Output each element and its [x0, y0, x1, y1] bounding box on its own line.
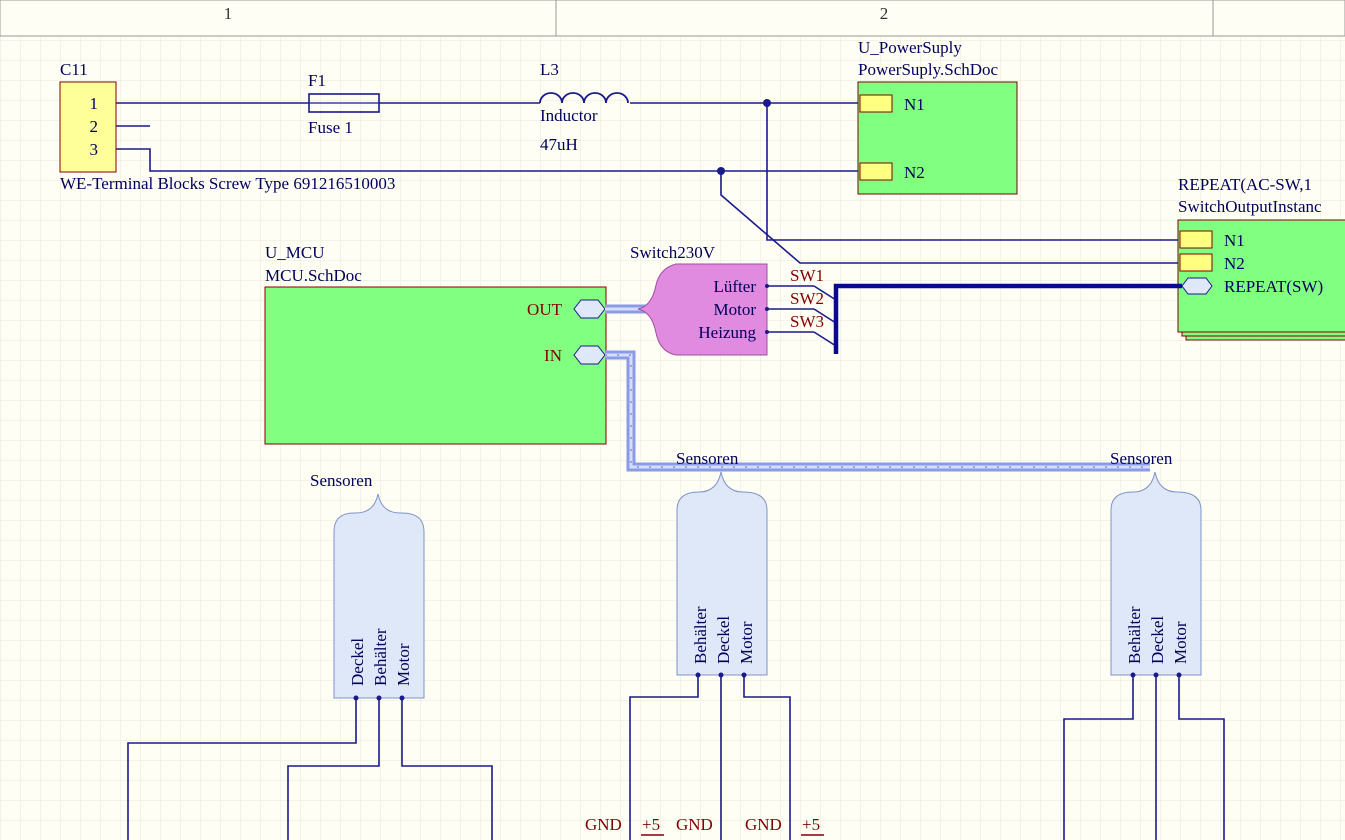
sheet-entry[interactable] — [859, 94, 893, 113]
inductor-value2: 47uH — [540, 135, 578, 154]
harness-entry: Deckel — [1148, 616, 1167, 664]
harness-entry: Lüfter — [714, 277, 757, 296]
net-label-sw2: SW2 — [790, 289, 824, 308]
sheet-mcu[interactable]: U_MCU MCU.SchDoc OUT IN — [264, 243, 607, 445]
connector-body[interactable] — [59, 81, 117, 173]
zone-label: 1 — [224, 4, 233, 23]
sheet-designator: U_PowerSuply — [858, 38, 962, 57]
sheet-entry[interactable] — [1179, 253, 1213, 272]
inductor-value: Inductor — [540, 106, 598, 125]
sheet-entry-harness[interactable] — [573, 345, 606, 365]
power-port-gnd[interactable]: GND — [676, 815, 713, 834]
harness-name: Sensoren — [1110, 449, 1173, 468]
sheet-designator: U_MCU — [265, 243, 325, 262]
inductor-l3[interactable]: L3 Inductor 47uH — [539, 60, 629, 154]
harness-entry: Motor — [394, 643, 413, 686]
sheet-entry-label: N2 — [904, 163, 925, 182]
sheet-entry-harness[interactable] — [573, 299, 606, 319]
sheet-entry-label: N1 — [1224, 231, 1245, 250]
harness-entry: Behälter — [691, 606, 710, 664]
fuse-f1[interactable]: F1 Fuse 1 — [308, 71, 380, 137]
harness-name: Sensoren — [310, 471, 373, 490]
zone-ruler: 1 2 — [0, 0, 1345, 37]
sheet-entry-label: N1 — [904, 95, 925, 114]
net-label-sw1: SW1 — [790, 266, 824, 285]
harness-sensoren-3[interactable]: Sensoren Behälter Deckel Motor — [1063, 449, 1225, 840]
pin-number: 1 — [90, 94, 99, 113]
harness-entry: Motor — [1171, 621, 1190, 664]
connector-ref: C11 — [60, 60, 88, 79]
pin-number: 2 — [90, 117, 99, 136]
power-wires — [116, 102, 1178, 264]
harness-switch230v[interactable]: Switch230V Lüfter Motor Heizung — [630, 243, 769, 356]
sheet-entry-label: OUT — [527, 300, 563, 319]
harness-entry: Deckel — [714, 616, 733, 664]
power-port-gnd[interactable]: GND — [745, 815, 782, 834]
net-label-sw3: SW3 — [790, 312, 824, 331]
bus-label: Sensoren — [676, 449, 739, 468]
harness-entry: Motor — [737, 621, 756, 664]
connector-description: WE-Terminal Blocks Screw Type 6912165100… — [60, 174, 395, 193]
junction — [717, 167, 725, 175]
sheet-entry-label: REPEAT(SW) — [1224, 277, 1323, 296]
inductor-ref: L3 — [540, 60, 559, 79]
sheet-entry-harness[interactable] — [1181, 277, 1213, 295]
sheet-entry-label: IN — [544, 346, 562, 365]
harness-entry: Behälter — [1125, 606, 1144, 664]
fuse-value: Fuse 1 — [308, 118, 353, 137]
inductor-symbol[interactable] — [539, 92, 629, 104]
sheet-power-supply[interactable]: U_PowerSuply PowerSuply.SchDoc N1 N2 — [857, 38, 1018, 195]
sheet-body[interactable] — [264, 286, 607, 445]
sheet-designator: REPEAT(AC-SW,1 — [1178, 175, 1312, 194]
power-ports[interactable]: GND +5 GND GND +5 — [585, 815, 824, 836]
harness-entry: Behälter — [371, 628, 390, 686]
sheet-entry[interactable] — [859, 162, 893, 181]
junction — [763, 99, 771, 107]
connector-c11[interactable]: C11 1 2 3 WE-Terminal Blocks Screw Type … — [59, 60, 395, 193]
pin-number: 3 — [90, 140, 99, 159]
power-port-5v[interactable]: +5 — [642, 815, 660, 834]
harness-entry: Motor — [714, 300, 757, 319]
harness-sensoren-1[interactable]: Sensoren Deckel Behälter Motor — [127, 471, 493, 840]
harness-body[interactable] — [637, 263, 768, 356]
sheet-entry[interactable] — [1179, 230, 1213, 249]
harness-body[interactable] — [1110, 471, 1202, 676]
harness-name: Switch230V — [630, 243, 716, 262]
sheet-filename: MCU.SchDoc — [265, 266, 362, 285]
power-port-5v[interactable]: +5 — [802, 815, 820, 834]
fuse-ref: F1 — [308, 71, 326, 90]
harness-body[interactable] — [676, 471, 768, 676]
sheet-entry-label: N2 — [1224, 254, 1245, 273]
harness-sensoren-2[interactable]: Behälter Deckel Motor — [629, 471, 791, 840]
harness-buses — [605, 304, 1150, 472]
zone-label: 2 — [880, 4, 889, 23]
sheet-filename: SwitchOutputInstanc — [1178, 197, 1322, 216]
sheet-filename: PowerSuply.SchDoc — [858, 60, 999, 79]
power-port-gnd[interactable]: GND — [585, 815, 622, 834]
switch-bus: SW1 SW2 SW3 — [767, 266, 1182, 354]
harness-entry: Deckel — [348, 638, 367, 686]
harness-body[interactable] — [333, 493, 425, 699]
sheet-repeat[interactable]: REPEAT(AC-SW,1 SwitchOutputInstanc N1 N2… — [1177, 175, 1345, 341]
harness-entry: Heizung — [698, 323, 756, 342]
